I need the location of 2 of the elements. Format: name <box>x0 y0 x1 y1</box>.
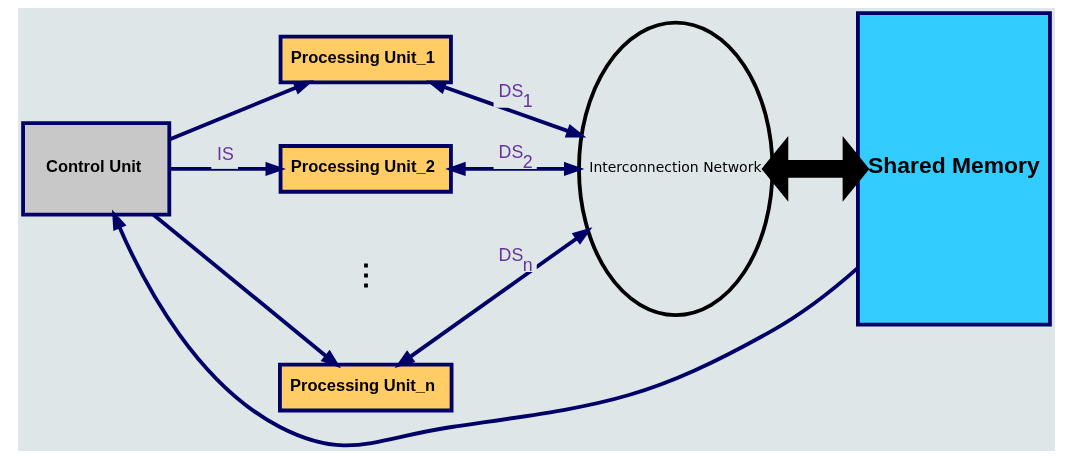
edge-label: IS <box>216 143 234 164</box>
label: ⋮ <box>351 259 380 291</box>
